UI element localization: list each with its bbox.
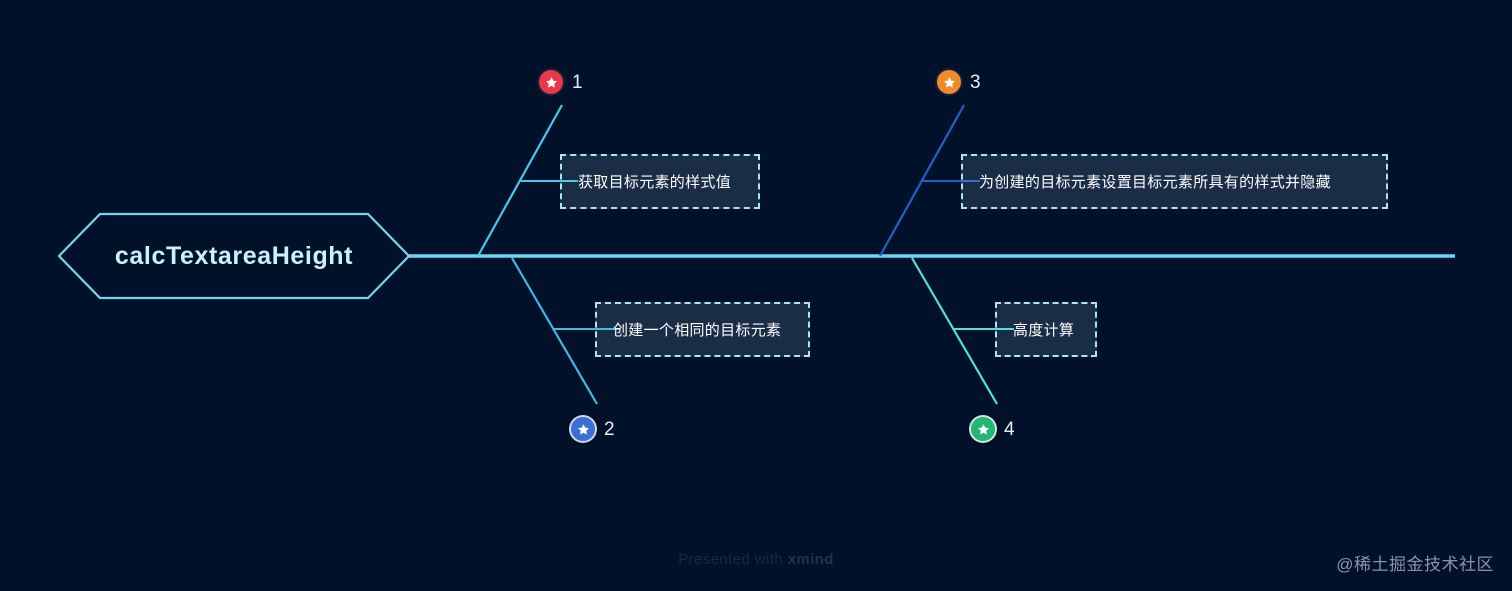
xmind-watermark-brand: xmind (787, 551, 834, 568)
badge-group-1[interactable]: 1 (539, 70, 583, 94)
star-icon (971, 417, 995, 441)
badge-number-2: 2 (604, 418, 615, 440)
xmind-watermark-prefix: Presented with (678, 551, 788, 568)
star-icon (571, 417, 595, 441)
topic-box-4[interactable]: 高度计算 (995, 302, 1097, 357)
topic-label-2: 创建一个相同的目标元素 (613, 322, 782, 339)
badge-group-3[interactable]: 3 (937, 70, 981, 94)
badge-number-4: 4 (1004, 418, 1015, 440)
branch-line-1 (477, 104, 563, 257)
badge-number-1: 1 (572, 71, 583, 93)
topic-label-4: 高度计算 (1013, 322, 1075, 339)
xmind-watermark: Presented with xmind (0, 551, 1512, 568)
star-icon (937, 70, 961, 94)
topic-label-1: 获取目标元素的样式值 (578, 174, 732, 191)
star-icon (539, 70, 563, 94)
badge-number-3: 3 (970, 71, 981, 93)
branch-line-2 (511, 257, 598, 405)
community-watermark: @稀土掘金技术社区 (1336, 555, 1494, 574)
topic-box-2[interactable]: 创建一个相同的目标元素 (595, 302, 810, 357)
topic-label-3: 为创建的目标元素设置目标元素所具有的样式并隐藏 (979, 174, 1331, 191)
topic-box-3[interactable]: 为创建的目标元素设置目标元素所具有的样式并隐藏 (961, 154, 1388, 209)
root-topic-label: calcTextareaHeight (114, 241, 354, 270)
topic-box-1[interactable]: 获取目标元素的样式值 (560, 154, 760, 209)
branch-line-4 (911, 257, 998, 405)
badge-group-2[interactable]: 2 (571, 417, 615, 441)
branch-line-3 (879, 104, 965, 257)
badge-group-4[interactable]: 4 (971, 417, 1015, 441)
root-topic[interactable]: calcTextareaHeight (58, 213, 410, 299)
